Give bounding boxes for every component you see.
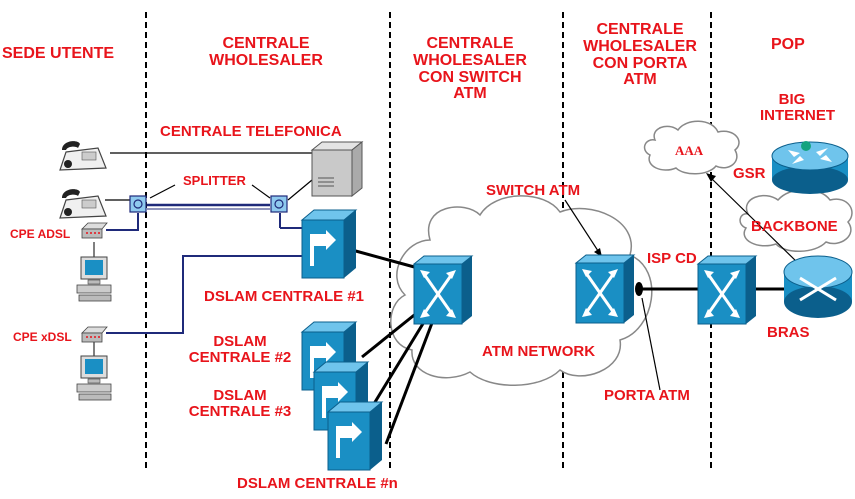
router-icon	[770, 140, 850, 196]
label-big-internet: BIG INTERNET	[760, 91, 835, 124]
label-backbone: BACKBONE	[751, 218, 838, 235]
computer-icon	[76, 256, 114, 302]
header-line: CENTRALE	[596, 21, 684, 38]
splitter-icon	[270, 195, 288, 213]
label-dslam-1: DSLAM CENTRALE #1	[204, 288, 365, 305]
dslam-icon	[326, 400, 384, 472]
header-centrale-wholesaler-porta: CENTRALE WHOLESALER CON PORTA ATM	[570, 21, 710, 89]
header-centrale-wholesaler-switch: CENTRALE WHOLESALER CON SWITCH ATM	[400, 35, 540, 103]
porta-atm-port	[635, 282, 643, 296]
header-line: CENTRALE	[426, 35, 514, 52]
telephone-icon	[58, 138, 110, 172]
backbone-cloud	[739, 188, 853, 252]
label-cpe-adsl: CPE ADSL	[10, 227, 71, 241]
label-line: CENTRALE #3	[188, 402, 292, 420]
header-line: CON PORTA	[592, 54, 688, 72]
label-isp-cd: ISP CD	[647, 250, 697, 267]
computer-icon	[76, 355, 114, 401]
label-line: BIG	[778, 91, 806, 108]
label-dslam-3: DSLAM CENTRALE #3	[180, 388, 300, 420]
label-line: CENTRALE #2	[188, 348, 292, 366]
router-icon	[782, 254, 854, 320]
label-dslam-2: DSLAM CENTRALE #2	[180, 334, 300, 366]
label-switch-atm: SWITCH ATM	[486, 182, 581, 199]
header-line: ATM	[623, 71, 657, 89]
central-office-icon	[310, 140, 364, 198]
label-cpe-xdsl: CPE xDSL	[13, 330, 72, 344]
modem-icon	[80, 325, 108, 343]
atm-switch-icon	[696, 254, 758, 326]
header-line: ATM	[453, 85, 487, 103]
header-line: WHOLESALER	[583, 37, 697, 55]
splitter-icon	[129, 195, 147, 213]
label-dslam-n: DSLAM CENTRALE #n	[237, 475, 398, 492]
label-aaa: AAA	[675, 143, 704, 158]
telephone-icon	[58, 186, 110, 220]
label-line: DSLAM	[213, 333, 267, 350]
header-pop: POP	[771, 36, 805, 53]
label-gsr: GSR	[733, 165, 766, 182]
label-bras: BRAS	[767, 324, 810, 341]
header-line: CENTRALE	[222, 35, 310, 52]
label-splitter: SPLITTER	[183, 173, 246, 188]
header-line: WHOLESALER	[413, 51, 527, 69]
label-line: INTERNET	[760, 106, 835, 124]
label-centrale-telefonica: CENTRALE TELEFONICA	[160, 123, 342, 140]
header-line: WHOLESALER	[209, 51, 323, 69]
atm-switch-icon	[574, 253, 636, 325]
aaa-cloud	[643, 120, 740, 175]
dslam-icon	[300, 208, 358, 280]
label-line: DSLAM	[213, 387, 267, 404]
atm-switch-icon	[412, 254, 474, 326]
modem-icon	[80, 221, 108, 239]
header-line: CON SWITCH	[418, 68, 522, 86]
label-porta-atm: PORTA ATM	[604, 387, 690, 404]
header-centrale-wholesaler: CENTRALE WHOLESALER	[206, 35, 326, 70]
header-sede-utente: SEDE UTENTE	[2, 45, 115, 62]
label-atm-network: ATM NETWORK	[482, 343, 596, 360]
